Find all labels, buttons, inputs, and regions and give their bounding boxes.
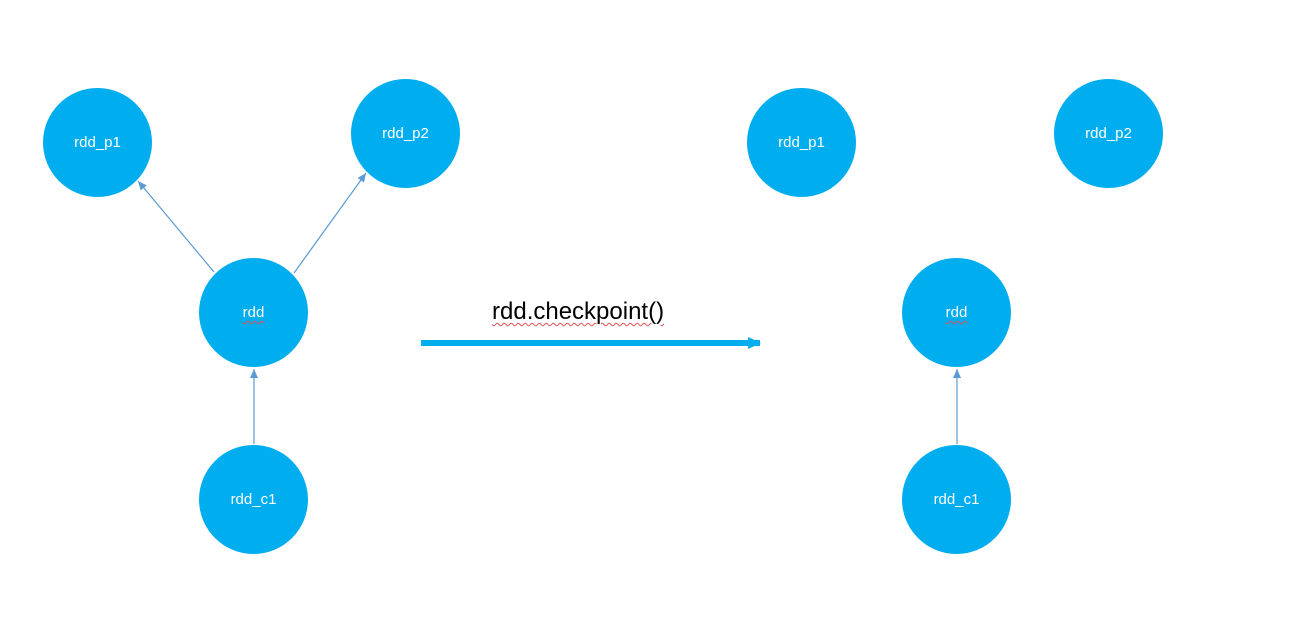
node-label: rdd_c1 bbox=[933, 491, 980, 508]
node-before-rdd-p1: rdd_p1 bbox=[43, 88, 152, 197]
node-after-rdd-c1: rdd_c1 bbox=[902, 445, 1011, 554]
node-label: rdd bbox=[242, 304, 265, 321]
node-label: rdd_p2 bbox=[1085, 125, 1132, 142]
node-after-rdd: rdd bbox=[902, 258, 1011, 367]
node-label: rdd_c1 bbox=[230, 491, 277, 508]
node-before-rdd: rdd bbox=[199, 258, 308, 367]
node-label: rdd_p1 bbox=[778, 134, 825, 151]
node-before-rdd-c1: rdd_c1 bbox=[199, 445, 308, 554]
node-after-rdd-p2: rdd_p2 bbox=[1054, 79, 1163, 188]
node-label: rdd bbox=[945, 304, 968, 321]
operation-label: rdd.checkpoint() bbox=[492, 298, 665, 325]
node-label: rdd_p1 bbox=[74, 134, 121, 151]
edge-rdd-to-rdd-p1 bbox=[137, 180, 215, 273]
node-label: rdd_p2 bbox=[382, 125, 429, 142]
node-after-rdd-p1: rdd_p1 bbox=[747, 88, 856, 197]
edge-rdd-to-rdd-p2 bbox=[293, 172, 367, 274]
node-before-rdd-p2: rdd_p2 bbox=[351, 79, 460, 188]
